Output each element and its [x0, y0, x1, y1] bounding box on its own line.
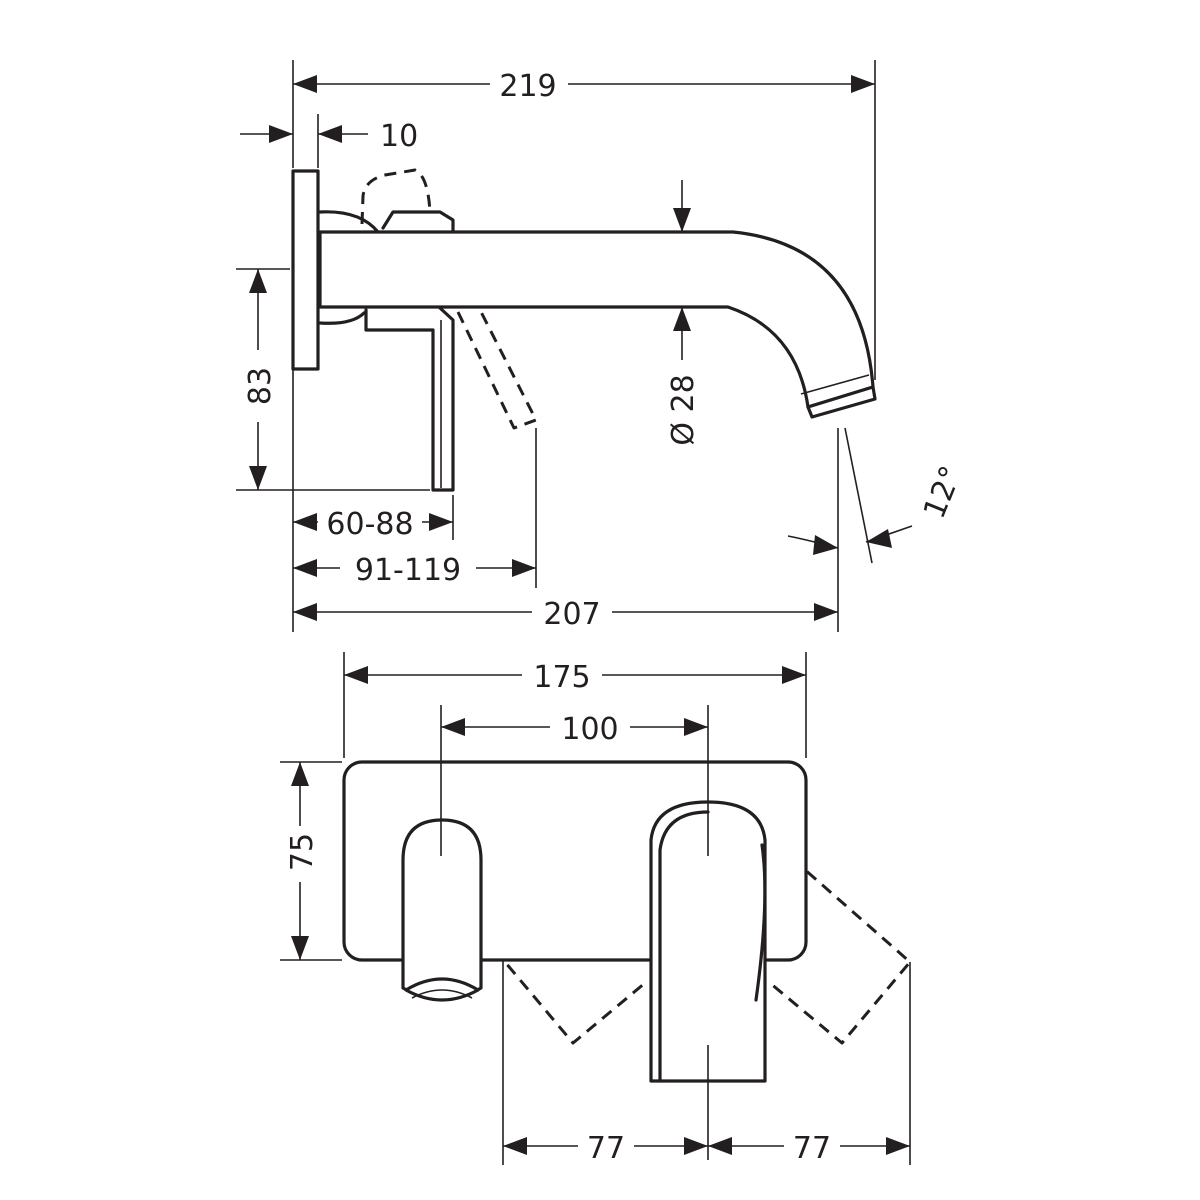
lever-dashed-upper [360, 168, 432, 225]
dim-angle: 12° [917, 461, 969, 523]
dim-plate-thickness: 10 [380, 119, 418, 154]
spout-collar [318, 210, 380, 325]
dim-projection: 207 [543, 597, 600, 632]
spout-aerator [806, 385, 877, 419]
lever-swing-left [503, 830, 653, 1045]
lever-body [364, 210, 455, 492]
lever-dashed-lower [456, 305, 538, 430]
dim-height: 83 [243, 367, 278, 405]
dim-handle-reach: 91-119 [355, 553, 461, 588]
lever-swing-right [761, 830, 912, 1045]
front-view: 175 100 75 77 77 [280, 652, 912, 1166]
dim-swing-right: 77 [793, 1131, 831, 1166]
dim-total-length: 219 [499, 69, 556, 104]
dim-swing-left: 77 [587, 1131, 625, 1166]
dim-diameter: Ø 28 [666, 374, 701, 445]
spout-side [318, 230, 875, 409]
spout-aerator-line [800, 374, 870, 395]
spout-front [401, 818, 483, 1001]
side-view: 219 10 83 Ø 28 60-88 [236, 60, 969, 632]
dim-plate-height: 75 [285, 833, 320, 871]
dim-center-distance: 100 [561, 712, 618, 747]
wall-plate-side [291, 169, 320, 371]
dim-plate-width: 175 [533, 660, 590, 695]
dim-handle-depth: 60-88 [326, 507, 413, 542]
